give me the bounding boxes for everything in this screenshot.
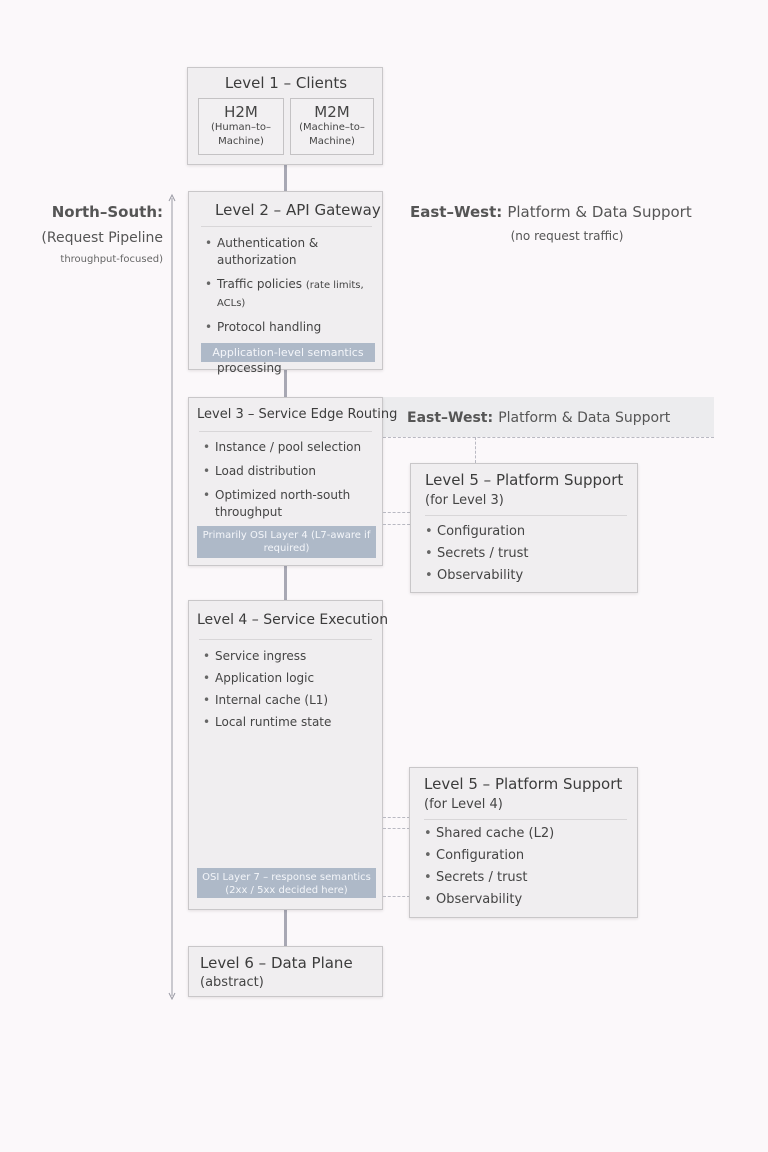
level5a-item: Configuration	[423, 523, 623, 540]
east-west-2-text: Platform & Data Support	[498, 410, 671, 426]
east-west-1-bold: East–West:	[410, 203, 503, 221]
level2-title: Level 2 – API Gateway	[215, 201, 381, 219]
level4-item: Application logic	[201, 670, 376, 687]
north-south-arrow	[168, 193, 176, 1001]
level5b-item: Shared cache (L2)	[422, 825, 622, 842]
l4-l5b-connector	[383, 817, 410, 818]
level5b-item: Observability	[422, 891, 622, 908]
level4-box: Level 4 – Service Execution Service ingr…	[188, 600, 388, 910]
level2-item: Authentication & authorization	[203, 235, 337, 269]
level6-subtitle: (abstract)	[200, 975, 264, 990]
level2-item: Protocol handling	[203, 319, 383, 336]
east-west-label-2: East–West: Platform & Data Support	[407, 407, 670, 426]
level3-title: Level 3 – Service Edge Routing	[197, 407, 398, 422]
north-south-line1: (Request Pipeline	[41, 230, 163, 246]
level2-divider	[201, 226, 372, 227]
level4-title: Level 4 – Service Execution	[197, 612, 389, 628]
north-south-line2: throughput-focused)	[60, 254, 163, 265]
level5a-list: Configuration Secrets / trust Observabil…	[423, 523, 623, 589]
level2-item: Traffic policies (rate limits, ACLs)	[203, 276, 383, 312]
east-west-1-sub: (no request traffic)	[510, 229, 624, 243]
h2m-desc: (Human–to–Machine)	[210, 122, 271, 147]
east-west-band-drop	[475, 437, 476, 463]
level5b-item: Configuration	[422, 847, 622, 864]
level5b-divider	[424, 819, 627, 820]
m2m-desc: (Machine–to–Machine)	[299, 122, 365, 147]
l3-l5a-connector	[383, 524, 410, 525]
east-west-1-text: Platform & Data Support	[507, 203, 692, 221]
east-west-band-dash	[383, 437, 714, 438]
level4-item: Internal cache (L1)	[201, 692, 376, 709]
level3-item: Instance / pool selection	[201, 439, 376, 456]
level5a-item: Secrets / trust	[423, 545, 623, 562]
level4-tag: OSI Layer 7 – response semantics (2xx / …	[197, 868, 376, 898]
m2m-name: M2M	[314, 103, 350, 121]
level5a-subtitle: (for Level 3)	[425, 493, 504, 508]
level5a-divider	[425, 515, 627, 516]
level6-title: Level 6 – Data Plane	[200, 954, 353, 972]
connector-l1-l2	[284, 164, 287, 191]
level5a-item: Observability	[423, 567, 623, 584]
level4-item: Service ingress	[201, 648, 376, 665]
level1-title: Level 1 – Clients	[224, 74, 348, 92]
east-west-label-1: East–West: Platform & Data Support	[410, 202, 692, 221]
level3-box: Level 3 – Service Edge Routing Instance …	[188, 397, 397, 566]
connector-l4-l6	[284, 910, 287, 946]
level6-box: Level 6 – Data Plane (abstract)	[188, 946, 383, 997]
level5b-box: Level 5 – Platform Support (for Level 4)…	[409, 767, 638, 918]
level3-divider	[199, 431, 372, 432]
connector-l2-l3	[284, 370, 287, 397]
m2m-box: M2M (Machine–to–Machine)	[290, 98, 374, 155]
level5a-title: Level 5 – Platform Support	[425, 471, 624, 489]
l4-l5b-connector	[383, 896, 410, 897]
north-south-label: North–South: (Request Pipeline throughpu…	[0, 203, 163, 265]
east-west-band	[383, 397, 714, 437]
l4-l5b-connector	[383, 828, 410, 829]
level3-list: Instance / pool selection Load distribut…	[201, 439, 376, 528]
level5b-list: Shared cache (L2) Configuration Secrets …	[422, 825, 622, 913]
level4-list: Service ingress Application logic Intern…	[201, 648, 376, 736]
level2-tag: Application-level semantics	[201, 343, 375, 362]
h2m-name: H2M	[224, 103, 258, 121]
east-west-2-bold: East–West:	[407, 410, 494, 426]
h2m-box: H2M (Human–to–Machine)	[198, 98, 284, 155]
level5a-box: Level 5 – Platform Support (for Level 3)…	[410, 463, 638, 593]
l3-l5a-connector	[383, 512, 410, 513]
level5b-title: Level 5 – Platform Support	[424, 775, 623, 793]
level2-box: Level 2 – API Gateway Authentication & a…	[188, 191, 383, 375]
level5b-item: Secrets / trust	[422, 869, 622, 886]
level3-item: Load distribution	[201, 463, 376, 480]
north-south-title: North–South:	[51, 203, 163, 221]
level3-item: Optimized north-south throughput	[201, 487, 376, 521]
level4-item: Local runtime state	[201, 714, 376, 731]
connector-l3-l4	[284, 566, 287, 600]
level4-divider	[199, 639, 372, 640]
level5b-subtitle: (for Level 4)	[424, 797, 503, 812]
level2-item-note: (rate limits, ACLs)	[217, 280, 364, 309]
level3-tag: Primarily OSI Layer 4 (L7-aware if requi…	[197, 526, 376, 558]
level1-box: Level 1 – Clients H2M (Human–to–Machine)…	[187, 67, 383, 165]
